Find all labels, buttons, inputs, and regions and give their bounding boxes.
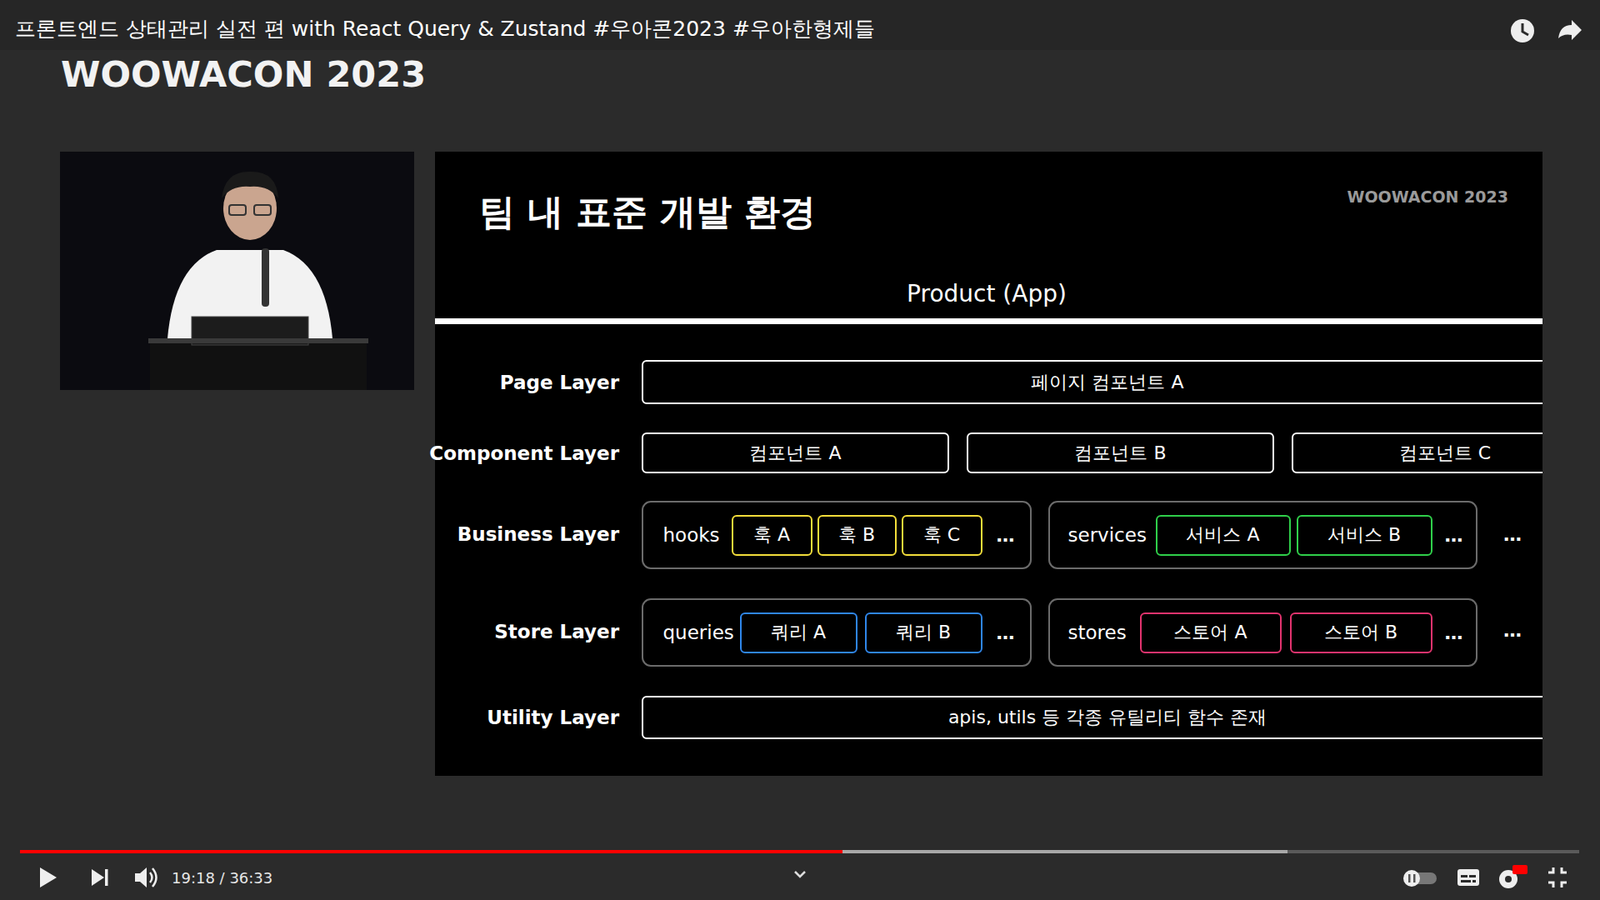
- box-label: 훅 A: [753, 522, 790, 548]
- speaker-video: [60, 151, 415, 390]
- chevron-icon: [795, 871, 805, 877]
- box-label: 스토어 A: [1173, 620, 1247, 645]
- box-label: 쿼리 A: [770, 620, 826, 645]
- layer-label: Utility Layer: [486, 706, 620, 729]
- queries-group: queries … 쿼리 A 쿼리 B: [641, 598, 1032, 667]
- play-icon: [40, 867, 57, 888]
- component-box: 컴포넌트 C: [1291, 432, 1543, 474]
- box-label: 페이지 컴포넌트 A: [1030, 370, 1184, 395]
- top-bar: [0, 0, 1600, 50]
- slide-watermark: WOOWACON 2023: [1346, 187, 1509, 206]
- speaker-glasses: [229, 205, 246, 215]
- box-label: 훅 C: [923, 522, 960, 548]
- settings-icon: [1499, 865, 1528, 889]
- podium-edge: [148, 338, 369, 344]
- utility-box: apis, utils 등 각종 유틸리티 함수 존재: [641, 695, 1543, 740]
- more-ellipsis: …: [1445, 622, 1464, 644]
- event-logo: WOOWACON 2023: [60, 53, 426, 95]
- clock-icon: [1510, 19, 1535, 43]
- group-heading: stores: [1068, 621, 1127, 644]
- box-label: 컴포넌트 A: [749, 440, 841, 466]
- component-box: 컴포넌트 B: [966, 432, 1275, 474]
- hooks-group: hooks … 훅 A 훅 B 훅 C: [641, 500, 1032, 570]
- speaker-shirt: [166, 250, 334, 350]
- hook-box: 훅 C: [901, 515, 983, 556]
- more-ellipsis: …: [996, 622, 1015, 644]
- exit-fullscreen-icon: [1548, 867, 1567, 888]
- divider-line: [435, 318, 1543, 325]
- more-ellipsis: …: [996, 525, 1015, 546]
- layer-label: Business Layer: [457, 523, 620, 545]
- query-box: 쿼리 B: [865, 612, 983, 654]
- page-box: 페이지 컴포넌트 A: [641, 360, 1543, 405]
- hook-box: 훅 A: [731, 515, 813, 556]
- progress-buffer: [20, 850, 1288, 854]
- volume-icon: [135, 867, 157, 888]
- box-label: 컴포넌트 B: [1074, 440, 1166, 466]
- group-heading: queries: [663, 621, 735, 644]
- subtitles-icon: [1457, 869, 1480, 886]
- query-box: 쿼리 A: [740, 612, 858, 654]
- hook-box: 훅 B: [817, 515, 897, 556]
- service-box: 서비스 B: [1296, 515, 1433, 556]
- group-heading: hooks: [663, 524, 720, 546]
- next-icon: [91, 869, 109, 886]
- box-label: 쿼리 B: [895, 620, 951, 645]
- video-panel: [60, 151, 415, 390]
- more-ellipsis: …: [1503, 524, 1522, 545]
- speaker-glasses: [254, 205, 271, 215]
- more-ellipsis: …: [1445, 525, 1464, 546]
- box-label: apis, utils 등 각종 유틸리티 함수 존재: [948, 705, 1267, 730]
- box-label: 스토어 B: [1324, 620, 1398, 645]
- video-title: 프론트엔드 상태관리 실전 편 with React Query & Zusta…: [15, 15, 875, 43]
- box-label: 훅 B: [838, 522, 875, 548]
- progress-played: [20, 850, 843, 854]
- more-ellipsis: …: [1503, 620, 1522, 641]
- autoplay-toggle: [1403, 870, 1437, 887]
- progress-track: [20, 850, 1580, 854]
- speaker-hair: [221, 171, 279, 199]
- store-box: 스토어 A: [1140, 612, 1282, 654]
- product-heading: Product (App): [906, 280, 1067, 308]
- store-box: 스토어 B: [1290, 612, 1433, 654]
- time-display: 19:18 / 36:33: [171, 869, 273, 887]
- service-box: 서비스 A: [1155, 515, 1291, 556]
- slide-title: 팀 내 표준 개발 환경: [479, 188, 816, 237]
- microphone: [261, 248, 270, 307]
- box-label: 컴포넌트 C: [1399, 440, 1491, 466]
- stores-group: stores … 스토어 A 스토어 B: [1048, 598, 1478, 667]
- group-heading: services: [1068, 524, 1147, 546]
- box-label: 서비스 B: [1327, 522, 1401, 548]
- services-group: services … 서비스 A 서비스 B: [1048, 500, 1478, 570]
- layer-label: Component Layer: [429, 442, 620, 465]
- layer-label: Page Layer: [500, 371, 620, 394]
- box-label: 서비스 A: [1185, 522, 1260, 548]
- share-icon: [1558, 20, 1582, 40]
- podium: [150, 341, 367, 390]
- layer-label: Store Layer: [494, 620, 620, 643]
- component-box: 컴포넌트 A: [641, 432, 950, 474]
